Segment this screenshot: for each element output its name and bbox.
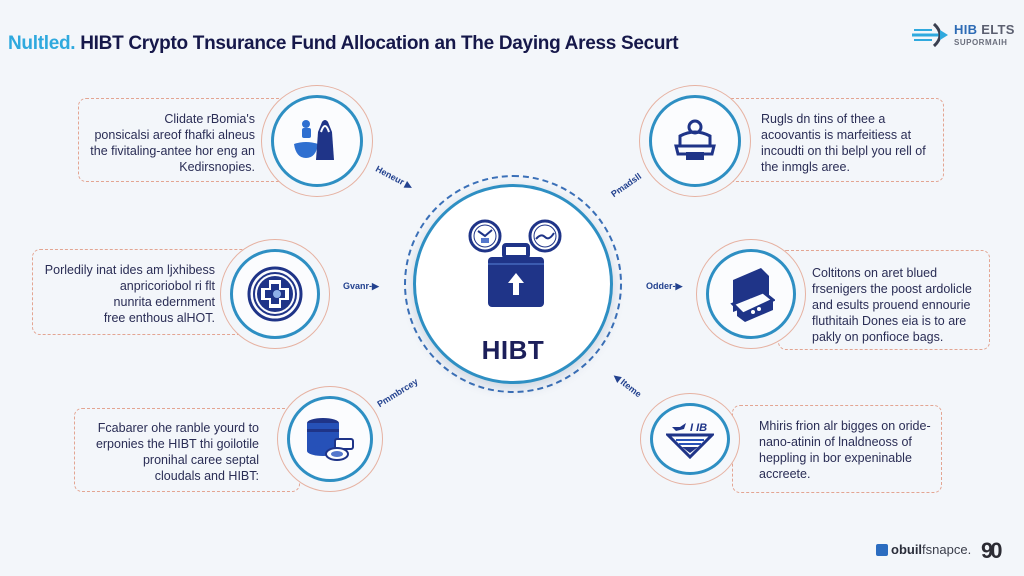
box-line: Coltitons on aret blued — [812, 266, 938, 280]
box-line: acoovantis is marfeitiess at — [761, 128, 912, 142]
hub-label: HIBT — [481, 335, 545, 365]
box-line: and esults prouend ennourie — [812, 298, 971, 312]
box-line: Kedirsnopies. — [179, 160, 255, 174]
logo-line2: SUPORMAIH — [954, 38, 1008, 47]
briefcase-upload-icon — [488, 243, 544, 307]
info-box-middle-left: Porledily inat ides am ljxhibess anprico… — [32, 249, 260, 335]
info-box-bottom-right: Mhiris frion alr bigges on oride- nano-a… — [732, 405, 942, 493]
box-line: Rugls dn tins of thee a — [761, 112, 886, 126]
box-line: cloudals and HIBT: — [154, 469, 259, 483]
box-line: anpricoriobol ri flt — [119, 279, 215, 293]
box-line: fluthitaih Dones eia is to are — [812, 314, 967, 328]
node-middle-left — [230, 249, 320, 339]
pottery-bag-icon — [294, 120, 334, 160]
title-prefix: Nultled. — [8, 33, 76, 54]
box-line: erponies the HIBT thi goilotile — [95, 437, 259, 451]
connector-label-middle-left: Gvanr-▶ — [343, 281, 379, 291]
triangle-emblem-icon: I IB — [666, 422, 714, 459]
box-line: the inmgls aree. — [761, 160, 850, 174]
svg-text:I IB: I IB — [690, 422, 707, 434]
hub-circle: HIBT — [413, 184, 613, 384]
brand-square-icon — [876, 544, 888, 556]
logo-line1: HIB ELTS — [954, 22, 1015, 37]
node-middle-right — [706, 249, 796, 339]
info-box-top-left: Clidate rBomia's ponsicalsi areof fhafki… — [78, 98, 304, 182]
hub-dashed-ring — [404, 175, 622, 393]
connector-label-top-right: Pmadsll — [609, 171, 644, 200]
seated-person-icon — [674, 119, 716, 160]
gauge-icon — [468, 219, 502, 253]
connector-label-middle-right: Odder-▶ — [646, 281, 683, 291]
node-top-left — [271, 95, 363, 187]
box-line: pronihal caree septal — [142, 453, 259, 467]
arrow-plane-icon — [912, 22, 948, 48]
medical-seal-icon — [247, 266, 303, 322]
connector-label-bottom-right: ◀ Iteme — [611, 371, 644, 400]
box-line: ponsicalsi areof fhafki alneus — [94, 128, 255, 142]
page-title: Nultled.HIBT Crypto Tnsurance Fund Alloc… — [8, 33, 679, 55]
node-bottom-left — [287, 396, 373, 482]
footer-brand: obuilfsnapce. 90 — [876, 538, 1024, 563]
node-top-right — [649, 95, 741, 187]
storage-jar-icon — [307, 418, 354, 461]
footer-mark: 90 — [981, 538, 1003, 563]
box-line: free enthous alHOT. — [103, 311, 215, 325]
gauge-icon — [528, 219, 562, 253]
box-line: Clidate rBomia's — [164, 112, 255, 126]
box-line: incoudti on thi belpl you rell of — [761, 144, 926, 158]
box-line: Mhiris frion alr bigges on oride- — [759, 419, 931, 433]
box-line: Fcabarer ohe ranble yourd to — [97, 421, 259, 435]
server-cube-icon — [730, 268, 775, 322]
title-text: HIBT Crypto Tnsurance Fund Allocation an… — [80, 33, 679, 54]
info-box-middle-right: Coltitons on aret blued frsenigers the p… — [778, 250, 990, 350]
node-bottom-right: I IB — [650, 403, 730, 475]
footer-brand-text: obuilfsnapce. — [891, 542, 972, 557]
brand-logo: HIB ELTS SUPORMAIH — [910, 18, 1020, 52]
box-line: Porledily inat ides am ljxhibess — [44, 263, 215, 277]
connector-label-top-left: Heneur ▶ — [373, 163, 415, 192]
connector-label-bottom-left: Pmmbrcey — [375, 376, 420, 410]
box-line: pakly on ponfioce bags. — [812, 330, 944, 344]
info-box-bottom-left: Fcabarer ohe ranble yourd to erponies th… — [74, 408, 300, 492]
box-line: the fivitaling-antee hor eng an — [90, 144, 255, 158]
box-line: nano-atinin of lnaldneoss of — [759, 435, 912, 449]
info-box-top-right: Rugls dn tins of thee a acoovantis is ma… — [718, 98, 944, 182]
box-line: frsenigers the poost ardolicle — [812, 282, 972, 296]
box-line: nunrita edernment — [113, 295, 215, 309]
box-line: accreete. — [759, 467, 811, 481]
box-line: heppling in bor expeninable — [759, 451, 912, 465]
